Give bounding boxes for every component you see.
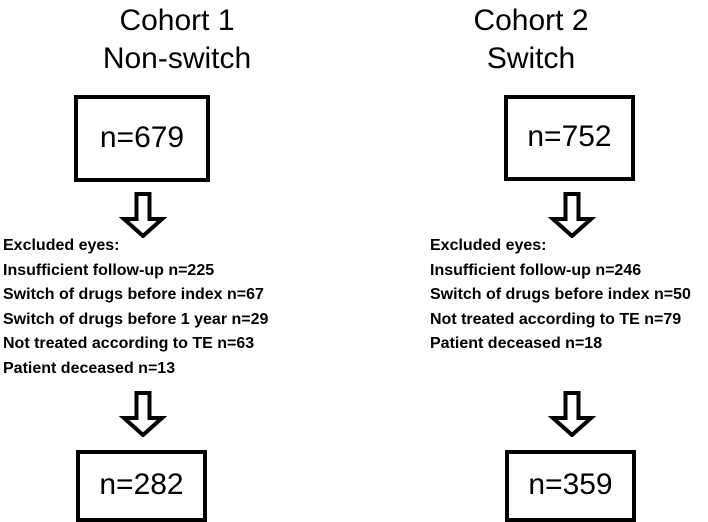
cohort-1-column: Cohort 1 Non-switch n=679 Excluded eyes:… — [0, 0, 354, 522]
cohort-2-excluded-item-2: Switch of drugs before index n=50 — [430, 286, 691, 303]
cohort-1-exclusion-list: Excluded eyes: Insufficient follow-up n=… — [3, 234, 268, 381]
cohort-2-excluded-item-3: Not treated according to TE n=79 — [430, 310, 682, 328]
cohort-1-final-box: n=282 — [76, 450, 207, 522]
cohort-2-enrolled-count: n=752 — [527, 120, 612, 153]
cohort-2-lower-arrow-icon — [548, 391, 596, 437]
cohort-2-heading-line-1: Cohort 2 — [473, 4, 589, 37]
cohort-2-heading-line-2: Switch — [486, 42, 576, 75]
cohort-1-enrolled-count: n=679 — [99, 120, 185, 154]
cohort-1-heading-line-2: Non-switch — [102, 42, 252, 75]
cohort-1-excluded-title: Excluded eyes: — [3, 237, 120, 254]
cohort-2-enrolled-box: n=752 — [504, 95, 635, 181]
cohort-1-final-count: n=282 — [99, 468, 184, 501]
cohort-2-exclusion-list: Excluded eyes: Insufficient follow-up n=… — [430, 234, 691, 357]
cohort-2-final-box: n=359 — [505, 450, 636, 522]
cohort-1-heading: Cohort 1 Non-switch — [0, 2, 354, 78]
cohort-1-enrolled-box: n=679 — [74, 95, 210, 182]
cohort-1-excluded-item-1: Insufficient follow-up n=225 — [3, 261, 215, 279]
cohort-2-column: Cohort 2 Switch n=752 Excluded eyes: Ins… — [354, 0, 708, 522]
cohort-1-lower-arrow-icon — [119, 391, 167, 437]
cohort-1-excluded-item-5: Patient deceased n=13 — [3, 359, 176, 377]
cohort-1-excluded-item-4: Not treated according to TE n=63 — [3, 335, 255, 352]
cohort-2-excluded-title: Excluded eyes: — [430, 237, 547, 254]
cohort-1-upper-arrow-icon — [119, 192, 167, 238]
cohort-1-excluded-item-2: Switch of drugs before index n=67 — [3, 286, 264, 303]
cohort-1-excluded-item-3: Switch of drugs before 1 year n=29 — [3, 310, 269, 328]
cohort-2-heading: Cohort 2 Switch — [354, 2, 708, 78]
cohort-2-upper-arrow-icon — [548, 192, 596, 238]
cohort-2-excluded-item-4: Patient deceased n=18 — [430, 335, 603, 352]
cohort-2-final-count: n=359 — [528, 468, 613, 501]
cohort-2-excluded-item-1: Insufficient follow-up n=246 — [430, 261, 642, 279]
cohort-1-heading-line-1: Cohort 1 — [119, 4, 235, 37]
